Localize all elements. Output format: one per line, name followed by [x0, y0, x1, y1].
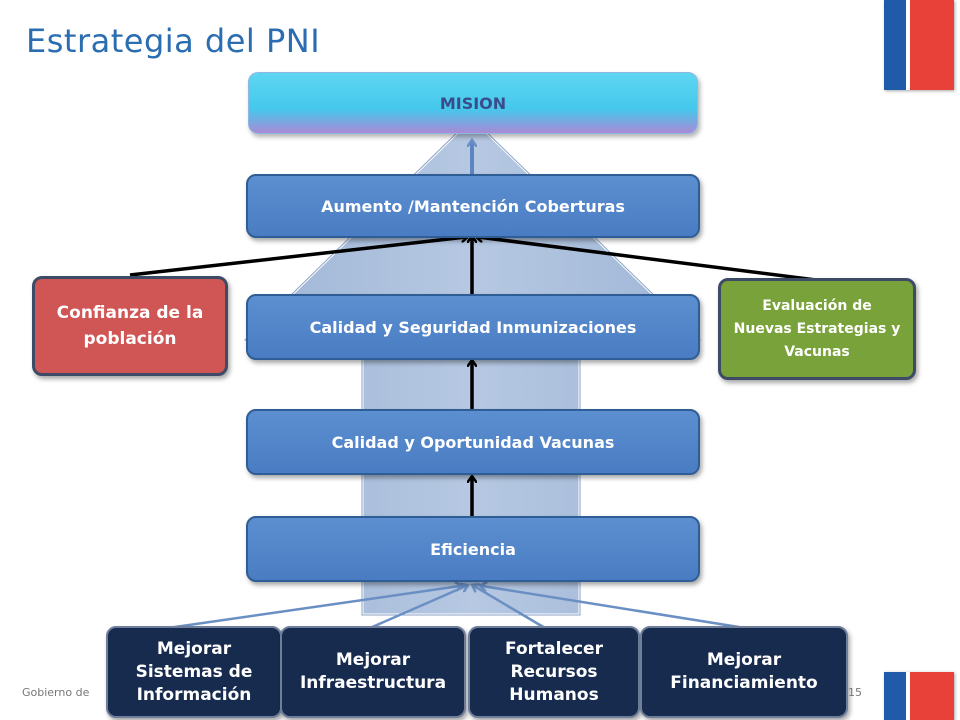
- eficiencia-box: Eficiencia: [246, 516, 700, 582]
- calidad-oportunidad-label: Calidad y Oportunidad Vacunas: [331, 432, 615, 452]
- confianza-label: Confianza de la población: [56, 303, 204, 349]
- calidad-oportunidad-box: Calidad y Oportunidad Vacunas: [246, 409, 700, 475]
- financiamiento-box: Mejorar Financiamiento: [640, 626, 848, 718]
- flag-logo-top: [884, 0, 954, 90]
- infraestructura-box: Mejorar Infraestructura: [280, 626, 466, 718]
- calidad-seguridad-label: Calidad y Seguridad Inmunizaciones: [309, 317, 637, 337]
- infraestructura-label: Mejorar Infraestructura: [299, 650, 447, 693]
- recursos-humanos-label: Fortalecer Recursos Humanos: [505, 638, 603, 705]
- flag-logo-bottom: [884, 672, 954, 720]
- cobertura-label: Aumento /Mantención Coberturas: [321, 196, 625, 216]
- mision-label: MISION: [439, 93, 507, 113]
- sistemas-informacion-box: Mejorar Sistemas de Información: [106, 626, 282, 718]
- page-title: Estrategia del PNI: [26, 22, 321, 60]
- calidad-seguridad-box: Calidad y Seguridad Inmunizaciones: [246, 294, 700, 360]
- evaluacion-label: Evaluación de Nuevas Estrategias y Vacun…: [733, 297, 901, 360]
- evaluacion-box: Evaluación de Nuevas Estrategias y Vacun…: [718, 278, 916, 380]
- sistemas-informacion-label: Mejorar Sistemas de Información: [135, 638, 253, 705]
- page-number: 15: [848, 686, 862, 699]
- recursos-humanos-box: Fortalecer Recursos Humanos: [468, 626, 640, 718]
- confianza-box: Confianza de la población: [32, 276, 228, 376]
- financiamiento-label: Mejorar Financiamiento: [670, 650, 818, 693]
- eficiencia-label: Eficiencia: [430, 539, 516, 559]
- footer-text: Gobierno de: [22, 686, 90, 699]
- cobertura-box: Aumento /Mantención Coberturas: [246, 174, 700, 238]
- mision-box: MISION: [248, 72, 698, 134]
